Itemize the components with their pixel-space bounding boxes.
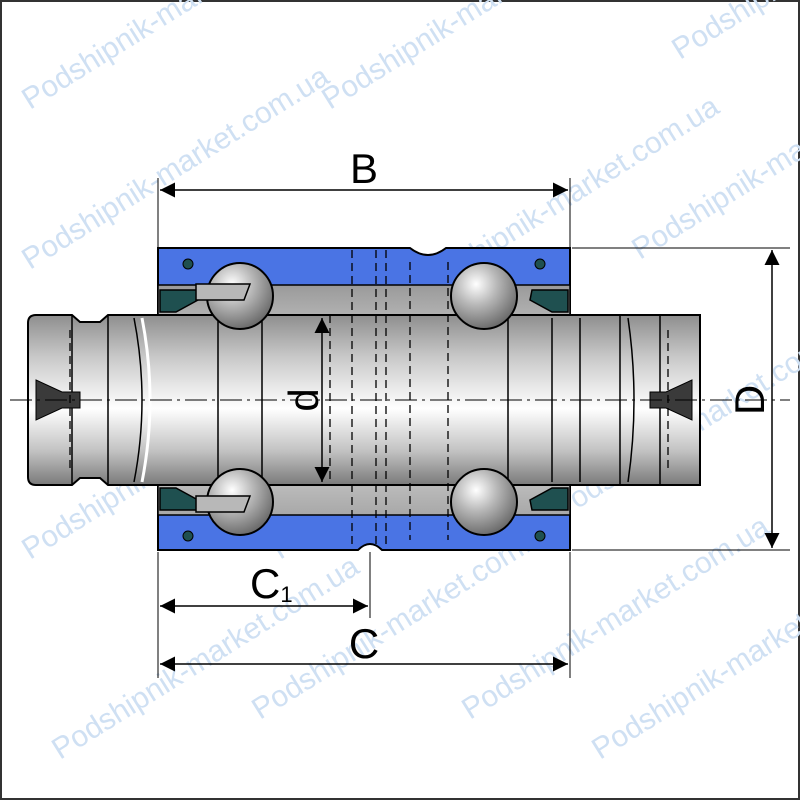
watermark-text: Podshipnik-market.com.ua	[666, 0, 800, 66]
label-C1: C1	[250, 560, 293, 607]
watermark-text: Podshipnik-market.com.ua	[316, 0, 635, 116]
cage-tabs	[195, 283, 252, 513]
ball-bottom-right	[450, 468, 518, 536]
extension-lines	[157, 178, 790, 678]
dimension-arrows	[160, 182, 780, 672]
label-B: B	[350, 145, 378, 192]
seals	[159, 258, 569, 542]
label-C: C	[349, 620, 379, 667]
label-d: d	[280, 388, 327, 411]
ball-top-right	[450, 262, 518, 330]
label-D: D	[726, 385, 773, 415]
